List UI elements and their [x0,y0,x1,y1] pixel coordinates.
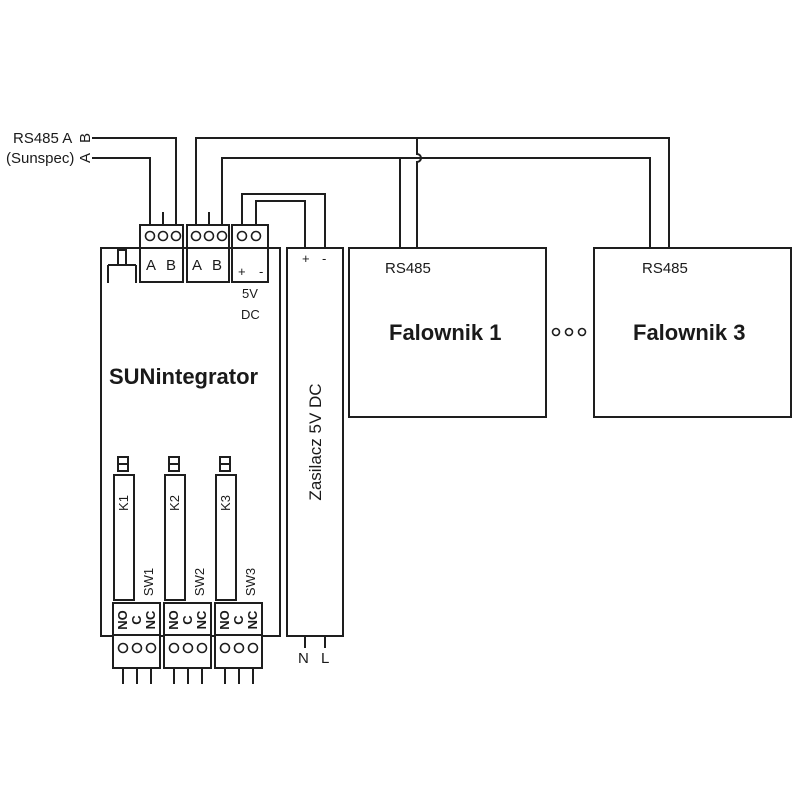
inverter-3-name: Falownik 3 [633,320,745,345]
relay-pin-label-c: C [129,615,144,625]
inverter-3: RS485 Falownik 3 [593,247,792,418]
relay-pin-label-nc: NC [245,610,260,629]
wire-input-b [92,137,177,225]
inverter-1-name: Falownik 1 [389,320,501,345]
power-supply: + - Zasilacz 5V DC N L [286,247,344,667]
relay-pin-terminal [196,642,208,654]
relay-name: K1 [116,495,131,511]
sunintegrator-title: SUNintegrator [109,364,259,389]
input-pin-b: B [77,133,94,143]
relay-pin-terminal [233,642,245,654]
relay-pin-label-no: NO [217,610,232,630]
input-label-sunspec: (Sunspec) [6,150,74,167]
wire-bus-inner [221,157,651,248]
relay-switch-label: SW1 [141,568,156,596]
psu-n: N [298,650,309,667]
inverter-1: RS485 Falownik 1 [348,247,547,418]
terminal-1-a-label: A [146,257,156,274]
psu-minus: - [322,251,326,266]
relay-led-icon [168,456,180,465]
relay-name: K3 [218,495,233,511]
wire-bus-outer [195,137,670,248]
relay-pin-terminal [168,642,180,654]
relay-led-icon [219,456,231,465]
power-port-label-5v: 5V [242,286,258,301]
terminal-power-minus: - [259,264,263,279]
rs485-input-wires [92,137,177,225]
relay-pin-terminal [117,642,129,654]
inverter-1-port: RS485 [385,260,431,277]
relay-pin-terminal [219,642,231,654]
terminal-rs485-1: A B [139,224,184,283]
relay-switch-label: SW2 [192,568,207,596]
relay-body [164,474,186,601]
terminal-1-b-label: B [166,257,176,274]
relay-name: K2 [167,495,182,511]
terminal-power-plus: + [238,264,246,279]
relay-led-icon [117,456,129,465]
terminal-2-a-label: A [192,257,202,274]
relay-pin-label-c: C [231,615,246,625]
relay-switch-label: SW3 [243,568,258,596]
input-pin-a: A [77,153,94,163]
relay-pin-terminal [182,642,194,654]
relay-pin-label-c: C [180,615,195,625]
power-port-label-dc: DC [241,307,260,322]
relay-pin-label-nc: NC [194,610,209,629]
relay-pin-terminal [145,642,157,654]
wire-power-minus [255,200,306,248]
inverter-3-port: RS485 [642,260,688,277]
terminal-rs485-2: A B [186,224,230,283]
relay-body [113,474,135,601]
terminal-2-b-label: B [212,257,222,274]
psu-plus: + [302,251,310,266]
psu-title: Zasilacz 5V DC [306,383,325,500]
wire-input-a [92,157,151,225]
ellipsis [551,327,587,337]
relay-pin-terminal [131,642,143,654]
wire-bus-outer-drop-f1 [416,138,422,248]
rs485-bus-wires [195,137,670,248]
input-label-rs485: RS485 A [13,130,72,147]
relay-pin-label-no: NO [166,610,181,630]
wire-power-plus [241,193,326,248]
relay-pin-label-nc: NC [143,610,158,629]
relay-pin-terminal [247,642,259,654]
button-icon [107,249,137,283]
terminal-power: + - [231,224,269,283]
psu-l: L [321,650,329,667]
relay-pin-label-no: NO [115,610,130,630]
power-wires [241,193,326,248]
relay-body [215,474,237,601]
